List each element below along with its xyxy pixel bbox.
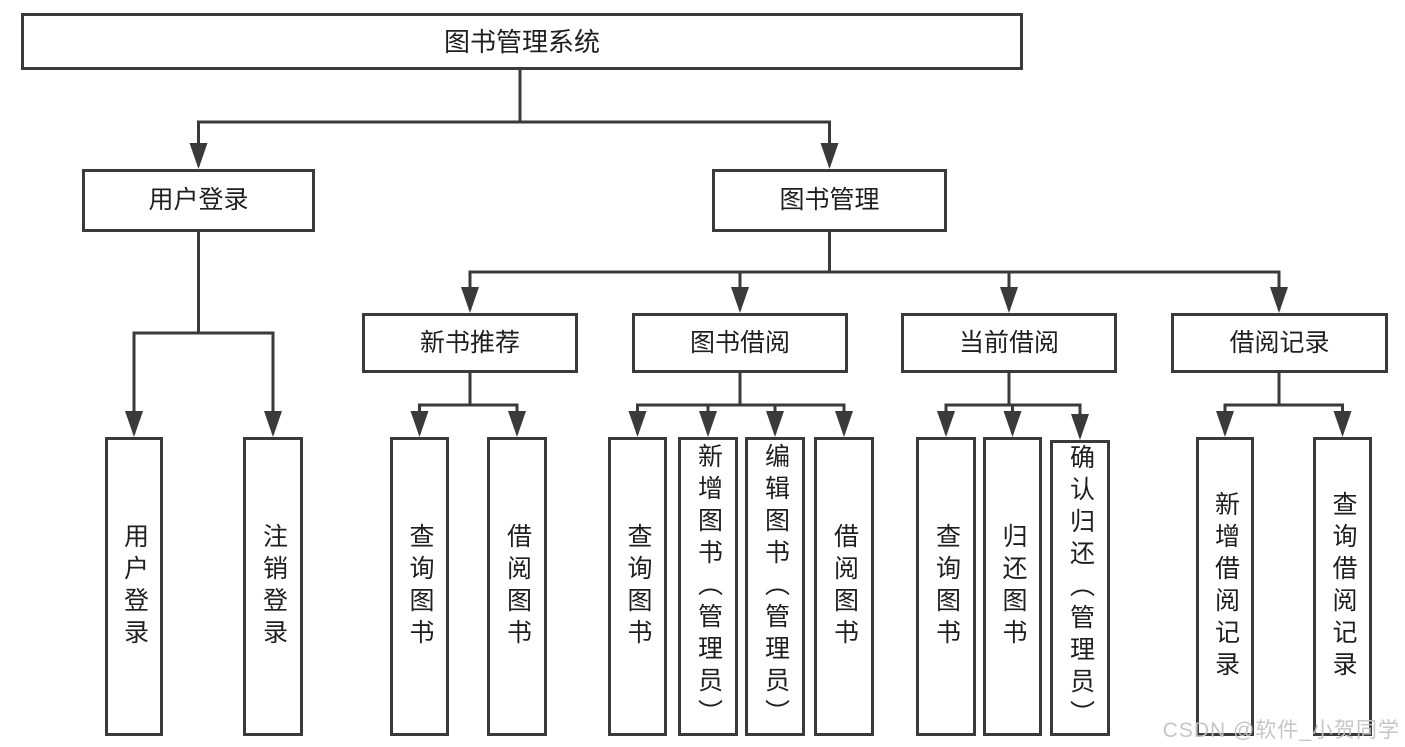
arrowhead-icon [410, 411, 429, 437]
node-label: 用户登录 [148, 186, 249, 214]
leaf-label: 注销登录 [259, 522, 288, 651]
node-label: 新书推荐 [419, 328, 520, 357]
arrowhead-icon [1003, 411, 1022, 437]
leaf-label: 借阅图书 [503, 522, 532, 651]
leaf-user-login: 用户登录 [105, 437, 163, 736]
node-library-system: 图书管理系统 [21, 13, 1023, 70]
leaf-label: 查询借阅记录 [1329, 490, 1357, 683]
leaf-borrow-books-recommend: 借阅图书 [487, 437, 547, 736]
arrowhead-icon [1270, 287, 1288, 313]
leaf-label: 查询图书 [406, 522, 434, 651]
node-label: 图书管理系统 [443, 26, 600, 57]
arrowhead-icon [766, 411, 784, 437]
node-book-borrow: 图书借阅 [632, 313, 848, 373]
leaf-label: 查询图书 [624, 522, 652, 651]
leaf-label: 编辑图书（管理员） [761, 442, 790, 731]
leaf-query-books-recommend: 查询图书 [390, 437, 449, 736]
leaf-label: 查询图书 [932, 522, 961, 651]
leaf-label: 用户登录 [120, 522, 149, 651]
arrowhead-icon [1333, 411, 1352, 437]
leaf-logout: 注销登录 [243, 437, 303, 736]
arrowhead-icon [508, 411, 526, 437]
node-borrow-records: 借阅记录 [1171, 313, 1388, 373]
arrowhead-icon [820, 143, 839, 169]
csdn-watermark: CSDN @软件_小贺同学 [1162, 719, 1400, 742]
node-label: 借阅记录 [1229, 328, 1330, 357]
arrowhead-icon [461, 287, 479, 313]
arrowhead-icon [189, 143, 208, 169]
leaf-add-borrow-record: 新增借阅记录 [1196, 437, 1254, 736]
leaf-label: 新增借阅记录 [1211, 490, 1240, 683]
arrowhead-icon [937, 411, 955, 437]
arrowhead-icon [1071, 414, 1089, 440]
node-label: 图书借阅 [689, 328, 790, 357]
leaf-query-borrow-record: 查询借阅记录 [1313, 437, 1372, 736]
arrowhead-icon [1216, 411, 1234, 437]
leaf-label: 确认归还（管理员） [1066, 444, 1095, 732]
leaf-label: 归还图书 [999, 522, 1027, 651]
leaf-return-book: 归还图书 [983, 437, 1042, 736]
node-book-management: 图书管理 [712, 169, 947, 232]
leaf-query-books-current: 查询图书 [916, 437, 976, 736]
leaf-confirm-return-admin: 确认归还（管理员） [1050, 440, 1110, 736]
node-user-login: 用户登录 [82, 169, 315, 232]
leaf-add-book-admin: 新增图书（管理员） [678, 437, 738, 736]
arrowhead-icon [125, 411, 143, 437]
arrowhead-icon [264, 411, 282, 437]
leaf-query-books-borrow: 查询图书 [608, 437, 667, 736]
node-current-borrow: 当前借阅 [901, 313, 1117, 373]
leaf-label: 借阅图书 [830, 522, 859, 651]
leaf-edit-book-admin: 编辑图书（管理员） [745, 437, 805, 736]
arrowhead-icon [1000, 287, 1018, 313]
node-new-book-recommend: 新书推荐 [362, 313, 578, 373]
node-label: 当前借阅 [958, 328, 1059, 357]
arrowhead-icon [835, 411, 853, 437]
arrowhead-icon [628, 411, 647, 437]
arrowhead-icon [731, 287, 749, 313]
leaf-label: 新增图书（管理员） [694, 442, 723, 731]
arrowhead-icon [699, 411, 717, 437]
node-label: 图书管理 [779, 186, 880, 214]
leaf-borrow-books: 借阅图书 [814, 437, 874, 736]
